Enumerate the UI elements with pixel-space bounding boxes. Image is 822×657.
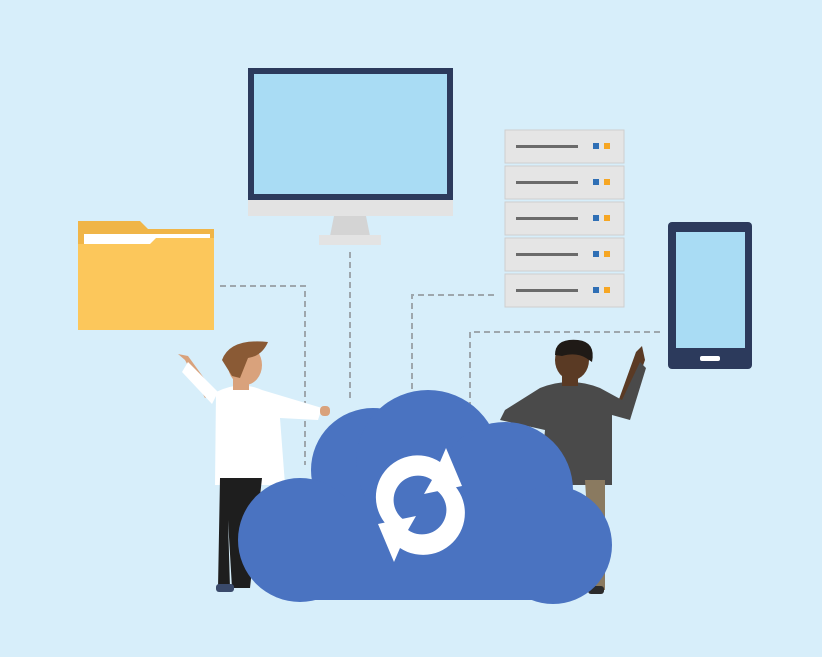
server-connector bbox=[411, 294, 494, 395]
monitor-icon bbox=[248, 68, 453, 245]
server-icon bbox=[504, 129, 625, 308]
folder-icon bbox=[78, 221, 214, 330]
sync-icon bbox=[375, 448, 465, 562]
tablet-icon bbox=[668, 222, 752, 369]
tablet-connector bbox=[469, 331, 660, 412]
